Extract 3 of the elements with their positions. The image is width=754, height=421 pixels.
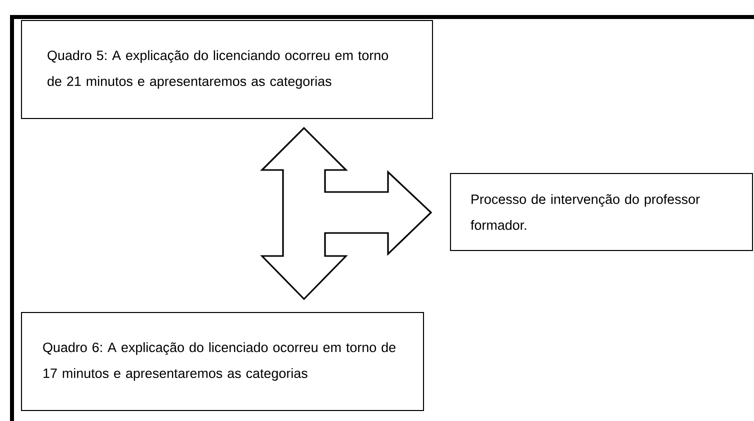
text-box: Processo de intervenção do professor formador. [450, 173, 753, 251]
text-box: Quadro 5: A explicação do licenciando ocorreu em torno de 21 minutos e apresentaremos as categorias [21, 20, 433, 119]
text-box: Quadro 6: A explicação do licenciado ocorreu em torno de 17 minutos e apresentaremos as categorias [21, 312, 424, 411]
